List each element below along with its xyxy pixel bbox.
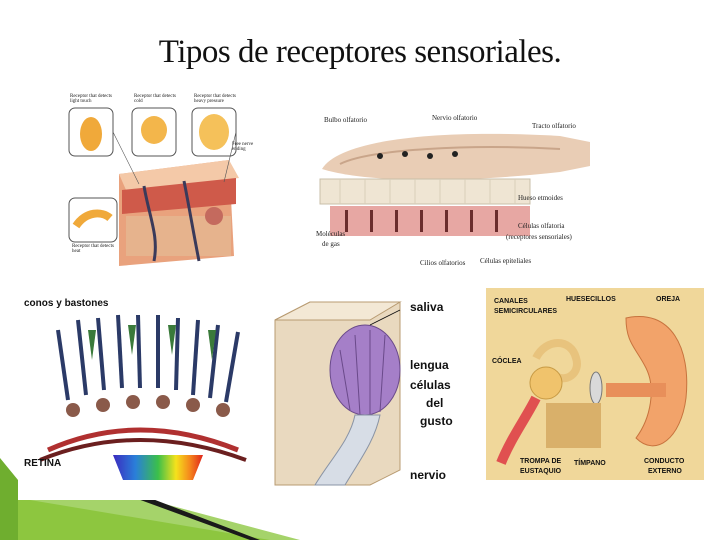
ear-label-canales: CANALES — [494, 298, 528, 305]
olfactory-receptors-figure: Bulbo olfatorio Nervio olfatorio Tracto … — [310, 84, 600, 269]
olfactory-label-bulbo: Bulbo olfatorio — [324, 116, 367, 124]
olfactory-label-hueso: Hueso etmoides — [518, 194, 563, 202]
olfactory-label-receptores: (receptores sensoriales) — [506, 233, 572, 241]
skin-label-light-touch: Receptor that detects light touch — [70, 94, 112, 104]
retina-label-conos: conos y bastones — [24, 298, 109, 309]
olfactory-label-moleculas: Moléculas — [316, 230, 346, 238]
taste-label-nervio: nervio — [410, 468, 447, 482]
taste-label-saliva: saliva — [410, 300, 444, 314]
olfactory-illustration — [319, 133, 590, 236]
olfactory-label-tracto: Tracto olfatorio — [532, 122, 576, 130]
olfactory-label-de-gas: de gas — [322, 240, 340, 248]
skin-label-cold: Receptor that detects cold — [134, 94, 176, 104]
olfactory-label-nervio: Nervio olfatorio — [432, 114, 478, 122]
taste-label-lengua: lengua — [410, 358, 449, 372]
taste-label-celulas: células — [410, 378, 451, 392]
taste-bud-illustration — [274, 301, 402, 486]
taste-label-del: del — [426, 396, 444, 410]
skin-label-heavy-pressure: Receptor that detects heavy pressure — [194, 94, 236, 104]
ear-receptors-figure: CANALES SEMICIRCULARES HUESECILLOS OREJA… — [486, 288, 704, 480]
ear-label-huesecillos: HUESECILLOS — [566, 296, 616, 303]
slide-title: Tipos de receptores sensoriales. — [158, 34, 562, 70]
retina-label-retina: RETINA — [24, 458, 62, 469]
ear-illustration — [496, 316, 688, 465]
ear-label-coclea: CÓCLEA — [492, 358, 522, 365]
retina-receptors-figure: conos y bastones RETINA — [18, 290, 258, 500]
olfactory-label-cilios: Cilios olfatorios — [420, 259, 466, 267]
skin-illustration — [68, 107, 239, 266]
olfactory-label-celulas: Células olfatoria — [518, 222, 565, 230]
taste-receptors-figure: saliva lengua células del gusto nervio — [270, 290, 470, 490]
skin-label-heat: Receptor that detects heat — [72, 244, 114, 254]
ear-label-eustaquio: EUSTAQUIO — [520, 468, 562, 475]
skin-receptors-figure: Receptor that detects light touch Recept… — [64, 86, 264, 266]
ear-label-trompa: TROMPA DE — [520, 458, 562, 465]
ear-label-externo: EXTERNO — [648, 468, 682, 475]
skin-label-free-nerve: Free nerve ending — [232, 142, 254, 152]
retina-illustration — [39, 314, 247, 480]
ear-label-oreja: OREJA — [656, 296, 681, 303]
olfactory-label-epiteliales: Células epiteliales — [480, 257, 532, 265]
ear-label-conducto: CONDUCTO — [644, 458, 685, 465]
taste-label-gusto: gusto — [420, 414, 453, 428]
ear-label-semicirculares: SEMICIRCULARES — [494, 308, 558, 315]
ear-label-timpano: TÍMPANO — [574, 460, 606, 467]
